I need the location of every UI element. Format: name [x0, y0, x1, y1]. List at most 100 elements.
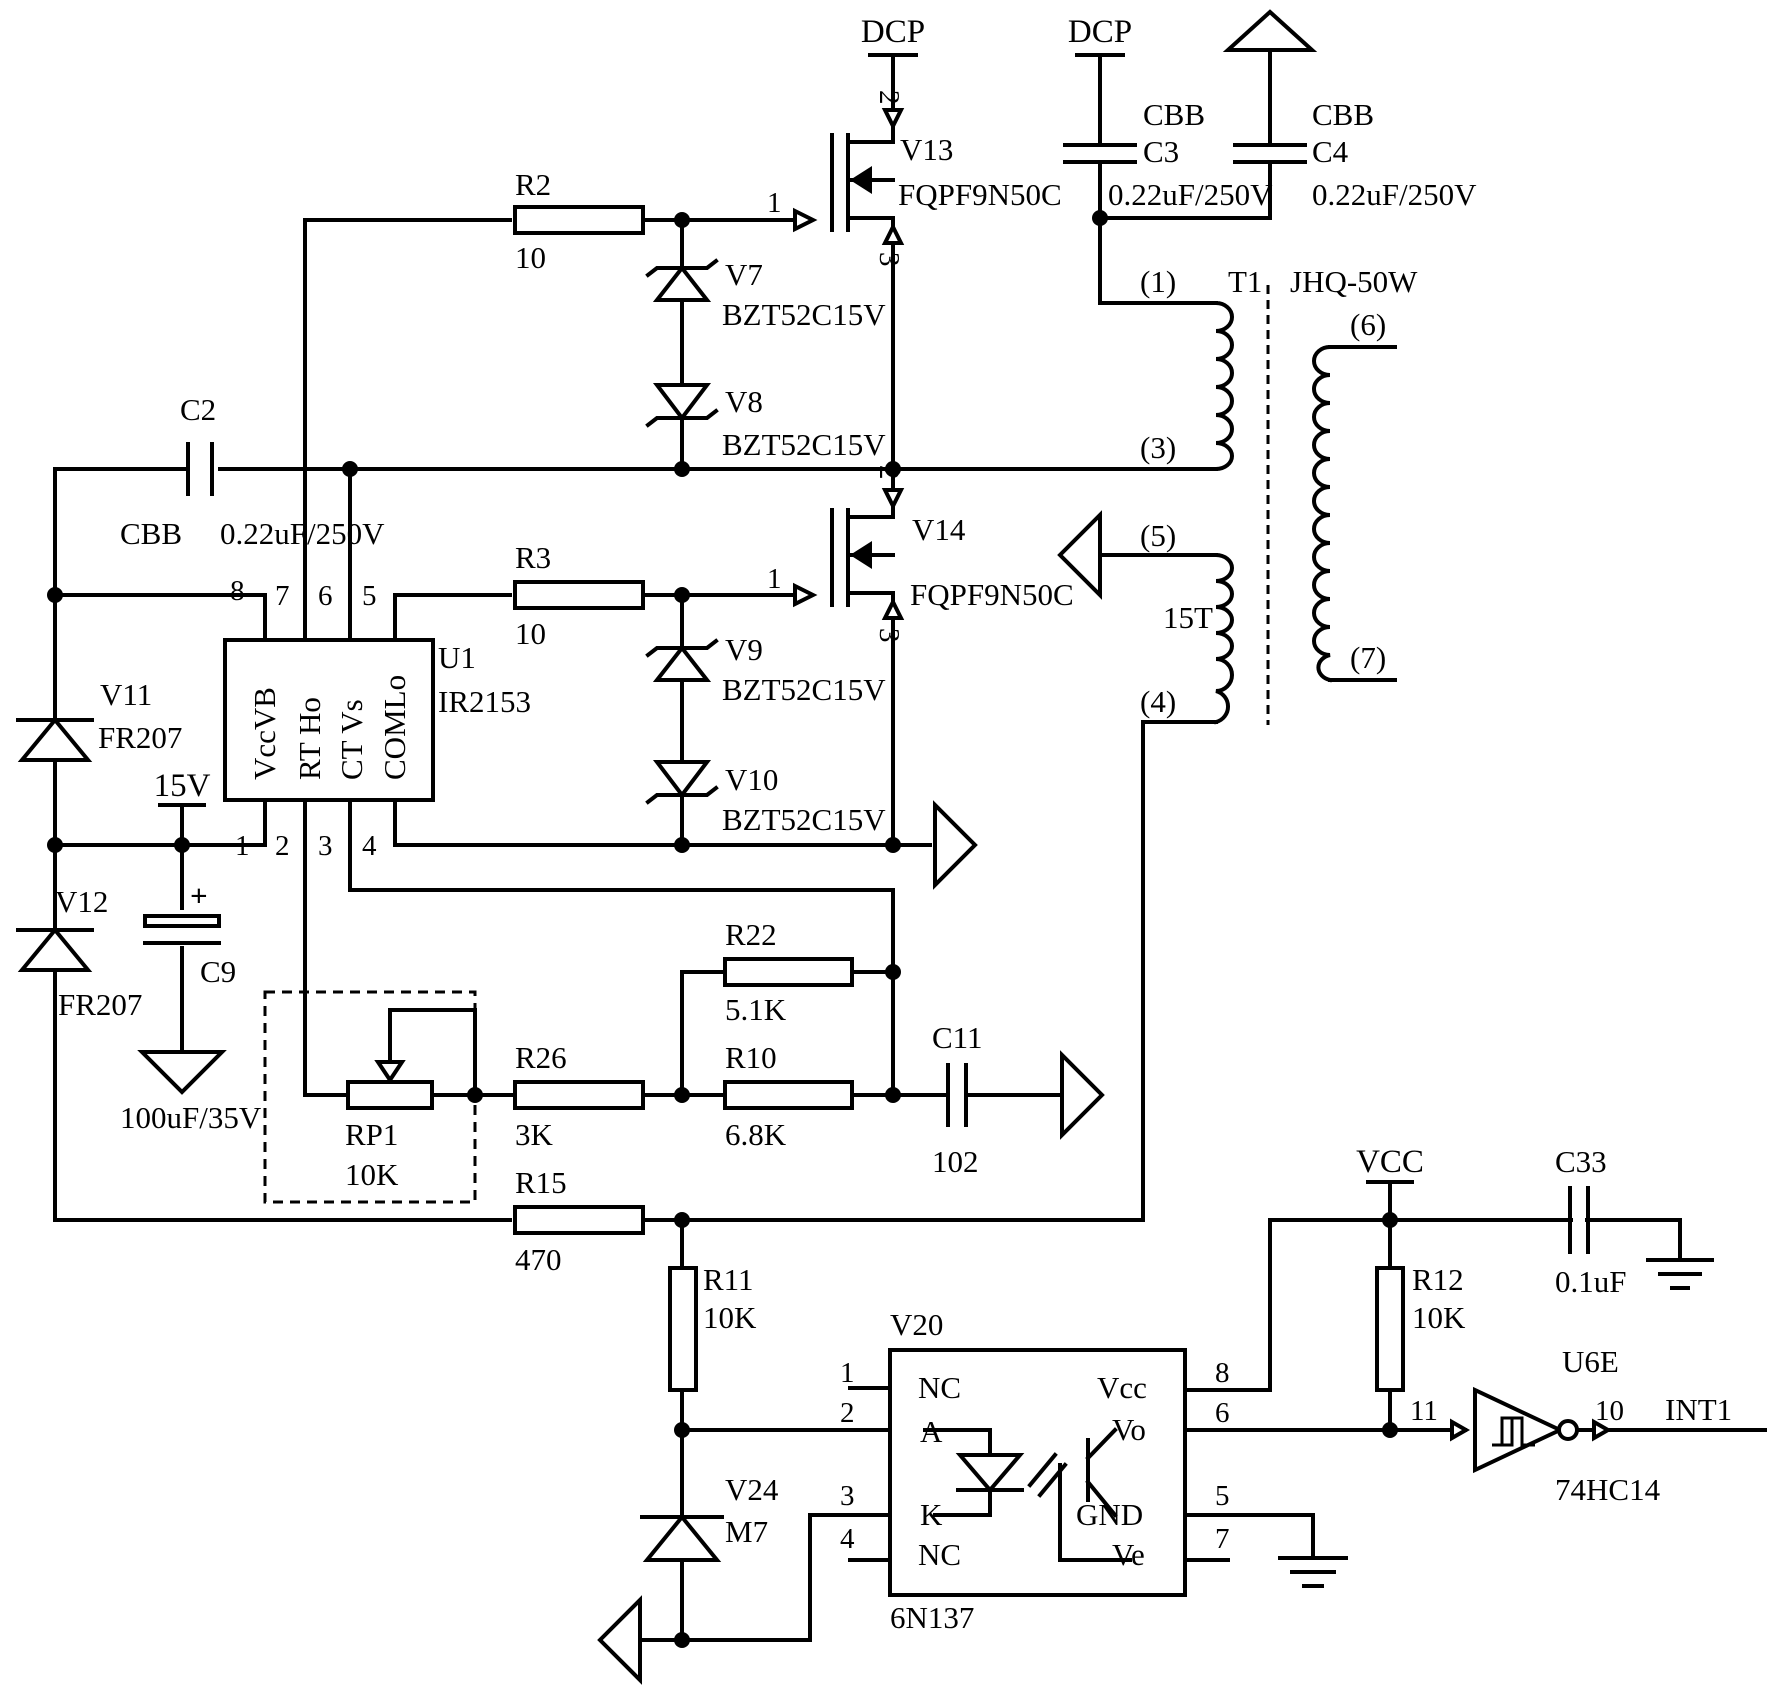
svg-text:U6E: U6E: [1562, 1344, 1619, 1379]
svg-text:10K: 10K: [345, 1157, 399, 1192]
potentiometer-rp1: RP1 10K: [263, 990, 477, 1204]
svg-text:11: 11: [1410, 1395, 1438, 1427]
svg-text:V9: V9: [725, 632, 763, 667]
svg-text:(3): (3): [1140, 430, 1176, 465]
svg-text:NC: NC: [918, 1370, 961, 1405]
dcp-port-v13: DCP: [861, 14, 925, 57]
svg-text:R12: R12: [1412, 1262, 1464, 1297]
svg-text:Ve: Ve: [1112, 1537, 1145, 1572]
dcp-port-c3: DCP: [1068, 14, 1132, 57]
ground-triangle-c9: [137, 1050, 227, 1095]
ic-u1-ir2153: 8 7 6 5 1 2 3 4 VccVB RT Ho CT Vs COMLo …: [223, 575, 531, 862]
svg-text:V20: V20: [890, 1307, 943, 1342]
ground-triangle-t1: [1057, 510, 1102, 600]
svg-text:V10: V10: [725, 762, 778, 797]
svg-text:0.22uF/250V: 0.22uF/250V: [1108, 177, 1273, 212]
svg-text:0.22uF/250V: 0.22uF/250V: [220, 516, 385, 551]
svg-text:R26: R26: [515, 1040, 567, 1075]
svg-text:VCC: VCC: [1356, 1144, 1424, 1180]
svg-text:10K: 10K: [703, 1300, 757, 1335]
capacitor-c4: CBB C4 0.22uF/250V: [1233, 97, 1477, 212]
svg-text:CBB: CBB: [120, 516, 182, 551]
resistor-r2: R2 10: [513, 167, 645, 275]
svg-text:JHQ-50W: JHQ-50W: [1290, 264, 1418, 299]
svg-text:R10: R10: [725, 1040, 777, 1075]
zener-v7: V7 BZT52C15V: [645, 257, 886, 332]
svg-text:(6): (6): [1350, 307, 1386, 342]
ground-triangle-com: [933, 800, 978, 890]
svg-text:10K: 10K: [1412, 1300, 1466, 1335]
svg-text:C11: C11: [932, 1020, 983, 1055]
resistor-r11: R11 10K: [668, 1262, 757, 1392]
svg-text:C9: C9: [200, 954, 236, 989]
svg-text:V13: V13: [900, 132, 953, 167]
zener-v9: V9 BZT52C15V: [645, 632, 886, 707]
diode-v11: V11 FR207: [16, 677, 182, 762]
svg-text:3K: 3K: [515, 1117, 554, 1152]
svg-text:15T: 15T: [1163, 600, 1213, 635]
capacitor-c11: C11 102: [932, 1020, 983, 1179]
zener-v10: V10 BZT52C15V: [645, 760, 886, 837]
svg-text:7: 7: [1215, 1523, 1230, 1555]
svg-text:RT Ho: RT Ho: [292, 697, 327, 780]
svg-text:+: +: [190, 878, 208, 913]
capacitor-c9: + C9 100uF/35V: [120, 878, 262, 1135]
svg-text:(7): (7): [1350, 640, 1386, 675]
svg-text:6: 6: [1215, 1397, 1230, 1429]
svg-text:RP1: RP1: [345, 1117, 398, 1152]
svg-text:2: 2: [275, 830, 290, 862]
zener-v8: V8 BZT52C15V: [645, 383, 886, 462]
svg-text:VccVB: VccVB: [247, 687, 282, 780]
svg-text:V14: V14: [912, 512, 966, 547]
svg-text:6N137: 6N137: [890, 1600, 974, 1635]
svg-text:K: K: [920, 1497, 943, 1532]
svg-text:CT Vs: CT Vs: [334, 699, 369, 780]
svg-text:R15: R15: [515, 1165, 567, 1200]
svg-text:(5): (5): [1140, 518, 1176, 553]
optocoupler-v20: 1 2 3 4 8 6 5 7 NC A K NC Vcc Vo GND Ve …: [840, 1307, 1230, 1635]
net-label-int1: INT1: [1665, 1392, 1732, 1427]
earth-ground-c33: [1646, 1258, 1714, 1290]
v15-port: 15V: [154, 768, 211, 807]
svg-text:0.1uF: 0.1uF: [1555, 1264, 1627, 1299]
svg-text:BZT52C15V: BZT52C15V: [722, 802, 886, 837]
resistor-r26: R26 3K: [513, 1040, 645, 1152]
svg-text:R2: R2: [515, 167, 551, 202]
capacitor-c2: C2 CBB 0.22uF/250V: [120, 392, 385, 551]
svg-text:10: 10: [515, 240, 546, 275]
svg-text:1: 1: [767, 187, 782, 219]
svg-text:V12: V12: [55, 884, 108, 919]
svg-text:0.22uF/250V: 0.22uF/250V: [1312, 177, 1477, 212]
svg-text:FR207: FR207: [58, 987, 142, 1022]
svg-text:1: 1: [840, 1357, 855, 1389]
svg-text:4: 4: [362, 830, 377, 862]
svg-text:R22: R22: [725, 917, 777, 952]
svg-text:V24: V24: [725, 1472, 779, 1507]
resistor-r10: R10 6.8K: [723, 1040, 854, 1152]
svg-text:10: 10: [1595, 1395, 1624, 1427]
svg-text:7: 7: [275, 580, 290, 612]
resistor-r3: R3 10: [513, 540, 645, 651]
svg-text:COMLo: COMLo: [377, 675, 412, 780]
svg-text:3: 3: [873, 628, 905, 643]
svg-text:V11: V11: [100, 677, 152, 712]
capacitor-c3: CBB C3 0.22uF/250V: [1063, 97, 1273, 212]
svg-text:V7: V7: [725, 257, 763, 292]
ground-triangle-c11: [1060, 1050, 1105, 1140]
diode-v12: V12 FR207: [16, 884, 142, 1022]
svg-text:74HC14: 74HC14: [1555, 1472, 1661, 1507]
svg-text:5.1K: 5.1K: [725, 992, 787, 1027]
svg-text:2: 2: [873, 465, 905, 480]
svg-text:5: 5: [1215, 1480, 1230, 1512]
svg-text:C33: C33: [1555, 1144, 1607, 1179]
svg-text:R3: R3: [515, 540, 551, 575]
svg-text:DCP: DCP: [861, 14, 925, 50]
svg-text:15V: 15V: [154, 768, 211, 804]
svg-text:FQPF9N50C: FQPF9N50C: [910, 577, 1074, 612]
svg-text:2: 2: [840, 1397, 855, 1429]
svg-text:Vcc: Vcc: [1097, 1370, 1147, 1405]
schmitt-inverter-u6e: 11 10 U6E 74HC14: [1410, 1344, 1661, 1507]
svg-text:V8: V8: [725, 384, 763, 419]
svg-text:C4: C4: [1312, 134, 1349, 169]
